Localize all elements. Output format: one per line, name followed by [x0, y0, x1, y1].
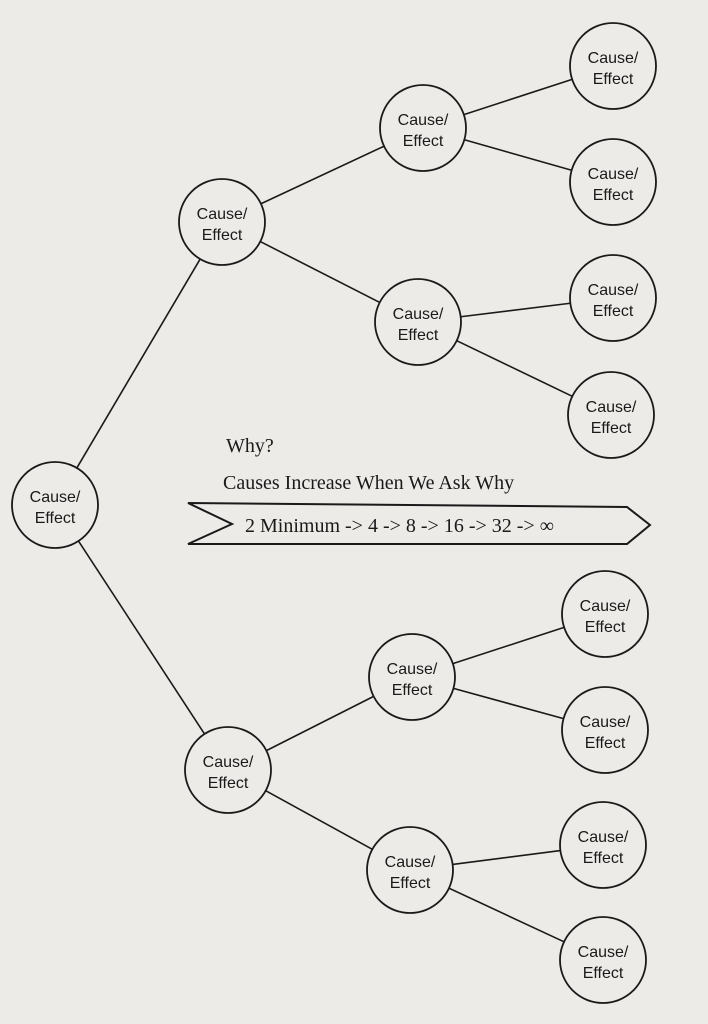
- node-circle: [559, 916, 647, 1004]
- node-label: Effect: [208, 775, 249, 792]
- node-circle: [379, 84, 467, 172]
- caption: Causes Increase When We Ask Why: [223, 472, 514, 494]
- cause-effect-node: Cause/Effect: [569, 254, 657, 342]
- node-label: Cause/: [588, 50, 639, 67]
- edge: [464, 138, 572, 172]
- cause-effect-node: Cause/Effect: [569, 138, 657, 226]
- edge: [76, 258, 201, 469]
- node-label: Cause/: [578, 829, 629, 846]
- edge: [463, 78, 573, 116]
- node-label: Cause/: [197, 206, 248, 223]
- root-node: Cause/Effect: [11, 461, 99, 549]
- node-circle: [11, 461, 99, 549]
- node-label: Effect: [585, 619, 626, 636]
- edge: [452, 626, 565, 665]
- node-label: Effect: [35, 510, 76, 527]
- node-label: Effect: [591, 420, 632, 437]
- node-label: Effect: [202, 227, 243, 244]
- node-circle: [184, 726, 272, 814]
- node-circle: [569, 138, 657, 226]
- node-circle: [368, 633, 456, 721]
- cause-effect-node: Cause/Effect: [561, 686, 649, 774]
- edge: [260, 145, 385, 205]
- node-label: Effect: [583, 850, 624, 867]
- node-label: Cause/: [588, 166, 639, 183]
- node-label: Cause/: [586, 399, 637, 416]
- node-label: Effect: [398, 327, 439, 344]
- node-circle: [559, 801, 647, 889]
- cause-effect-node: Cause/Effect: [379, 84, 467, 172]
- cause-effect-node: Cause/Effect: [569, 22, 657, 110]
- node-circle: [561, 570, 649, 658]
- cause-effect-node: Cause/Effect: [559, 801, 647, 889]
- node-circle: [569, 22, 657, 110]
- cause-effect-node: Cause/Effect: [178, 178, 266, 266]
- cause-effect-node: Cause/Effect: [559, 916, 647, 1004]
- node-label: Effect: [593, 303, 634, 320]
- arrow-text: 2 Minimum -> 4 -> 8 -> 16 -> 32 -> ∞: [245, 515, 554, 537]
- node-label: Effect: [583, 965, 624, 982]
- edge: [460, 302, 571, 318]
- node-label: Effect: [403, 133, 444, 150]
- cause-effect-node: Cause/Effect: [184, 726, 272, 814]
- edge: [448, 887, 565, 943]
- node-label: Effect: [390, 875, 431, 892]
- node-label: Effect: [585, 735, 626, 752]
- node-label: Cause/: [385, 854, 436, 871]
- cause-effect-node: Cause/Effect: [561, 570, 649, 658]
- cause-effect-node: Cause/Effect: [368, 633, 456, 721]
- node-label: Cause/: [387, 661, 438, 678]
- node-label: Cause/: [30, 489, 81, 506]
- node-label: Cause/: [580, 714, 631, 731]
- node-label: Cause/: [398, 112, 449, 129]
- edge: [259, 240, 381, 304]
- node-circle: [569, 254, 657, 342]
- edge: [265, 790, 373, 850]
- node-label: Effect: [593, 71, 634, 88]
- node-label: Cause/: [578, 944, 629, 961]
- edge: [453, 687, 564, 720]
- node-circle: [366, 826, 454, 914]
- node-circle: [561, 686, 649, 774]
- why-label: Why?: [226, 435, 274, 457]
- cause-effect-node: Cause/Effect: [366, 826, 454, 914]
- edge: [452, 849, 561, 866]
- growth-arrow: [187, 502, 652, 545]
- node-label: Cause/: [203, 754, 254, 771]
- node-circle: [567, 371, 655, 459]
- node-circle: [374, 278, 462, 366]
- node-label: Cause/: [588, 282, 639, 299]
- node-label: Cause/: [580, 598, 631, 615]
- edge: [266, 695, 374, 752]
- node-circle: [178, 178, 266, 266]
- node-label: Effect: [593, 187, 634, 204]
- node-label: Effect: [392, 682, 433, 699]
- node-label: Cause/: [393, 306, 444, 323]
- edge: [77, 540, 206, 735]
- cause-effect-node: Cause/Effect: [374, 278, 462, 366]
- cause-effect-node: Cause/Effect: [567, 371, 655, 459]
- edge: [456, 339, 573, 398]
